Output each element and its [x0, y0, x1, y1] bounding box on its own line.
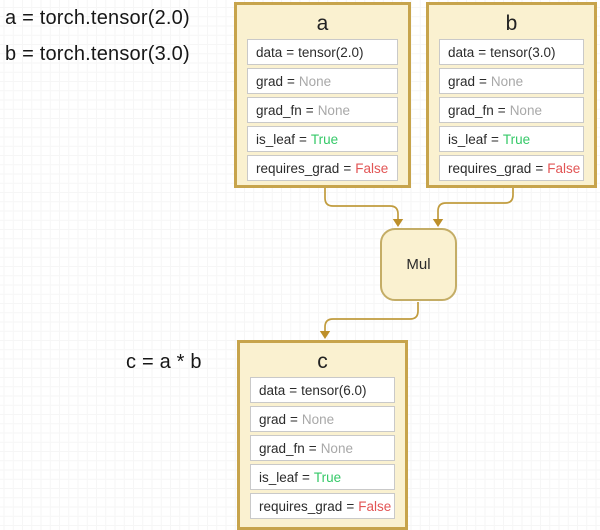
attr-value: False [358, 498, 392, 514]
tensor-node-b: b data=tensor(3.0) grad=None grad_fn=Non… [426, 2, 597, 188]
attr-label: data [256, 44, 283, 60]
attr-row-grad: grad=None [247, 68, 398, 94]
attr-value: tensor(2.0) [298, 44, 364, 60]
attr-row-is-leaf: is_leaf=True [247, 126, 398, 152]
attr-rows: data=tensor(3.0) grad=None grad_fn=None … [439, 39, 584, 181]
equals-sign: = [478, 44, 487, 60]
attr-value: None [301, 411, 335, 427]
attr-row-data: data=tensor(6.0) [250, 377, 395, 403]
attr-row-grad-fn: grad_fn=None [247, 97, 398, 123]
equals-sign: = [287, 73, 295, 89]
attr-label: data [259, 382, 286, 398]
node-title: c [317, 350, 328, 373]
attr-label: requires_grad [256, 160, 340, 176]
attr-value: tensor(3.0) [490, 44, 556, 60]
attr-label: requires_grad [448, 160, 532, 176]
code-line-c: c = a * b [126, 351, 202, 373]
attr-row-grad-fn: grad_fn=None [250, 435, 395, 461]
equals-sign: = [289, 382, 298, 398]
equals-sign: = [479, 73, 487, 89]
equals-sign: = [497, 102, 506, 118]
attr-value: None [320, 440, 353, 456]
attr-row-data: data=tensor(2.0) [247, 39, 398, 65]
attr-value: None [490, 73, 524, 89]
edge-b-to-mul [432, 187, 514, 227]
attr-row-is-leaf: is_leaf=True [250, 464, 395, 490]
attr-label: grad [256, 73, 284, 89]
tensor-node-a: a data=tensor(2.0) grad=None grad_fn=Non… [234, 2, 411, 188]
attr-label: data [448, 44, 475, 60]
code-line-b: b = torch.tensor(3.0) [5, 43, 190, 65]
equals-sign: = [286, 44, 295, 60]
equals-sign: = [290, 411, 298, 427]
attr-value: True [313, 469, 342, 485]
equals-sign: = [535, 160, 544, 176]
attr-row-requires-grad: requires_grad=False [247, 155, 398, 181]
arrowhead-icon [432, 219, 444, 227]
attr-label: grad [259, 411, 287, 427]
attr-value: False [547, 160, 581, 176]
attr-label: is_leaf [259, 469, 299, 485]
equals-sign: = [302, 469, 310, 485]
attr-label: grad_fn [256, 102, 302, 118]
attr-row-grad: grad=None [250, 406, 395, 432]
attr-value: tensor(6.0) [301, 382, 367, 398]
equals-sign: = [305, 102, 314, 118]
op-label: Mul [406, 256, 431, 273]
edge-a-to-mul [324, 187, 404, 227]
attr-row-requires-grad: requires_grad=False [439, 155, 584, 181]
attr-row-data: data=tensor(3.0) [439, 39, 584, 65]
attr-rows: data=tensor(2.0) grad=None grad_fn=None … [247, 39, 398, 181]
attr-label: grad [448, 73, 476, 89]
attr-row-requires-grad: requires_grad=False [250, 493, 395, 519]
attr-value: False [355, 160, 389, 176]
equals-sign: = [299, 131, 307, 147]
attr-value: None [298, 73, 332, 89]
attr-value: True [502, 131, 531, 147]
attr-row-grad-fn: grad_fn=None [439, 97, 584, 123]
equals-sign: = [343, 160, 352, 176]
attr-value: None [509, 102, 542, 118]
attr-label: requires_grad [259, 498, 343, 514]
attr-row-grad: grad=None [439, 68, 584, 94]
attr-label: grad_fn [448, 102, 494, 118]
edge-mul-to-c [319, 302, 419, 339]
attr-value: True [310, 131, 339, 147]
attr-value: None [317, 102, 350, 118]
code-line-a: a = torch.tensor(2.0) [5, 7, 190, 29]
arrowhead-icon [319, 331, 331, 339]
node-title: b [505, 12, 518, 35]
tensor-node-c: c data=tensor(6.0) grad=None grad_fn=Non… [237, 340, 408, 530]
attr-label: is_leaf [256, 131, 296, 147]
attr-label: is_leaf [448, 131, 488, 147]
attr-label: grad_fn [259, 440, 305, 456]
node-title: a [316, 12, 329, 35]
op-node-mul: Mul [380, 228, 457, 301]
arrowhead-icon [392, 219, 404, 227]
equals-sign: = [491, 131, 499, 147]
equals-sign: = [308, 440, 317, 456]
attr-row-is-leaf: is_leaf=True [439, 126, 584, 152]
attr-rows: data=tensor(6.0) grad=None grad_fn=None … [250, 377, 395, 519]
equals-sign: = [346, 498, 355, 514]
